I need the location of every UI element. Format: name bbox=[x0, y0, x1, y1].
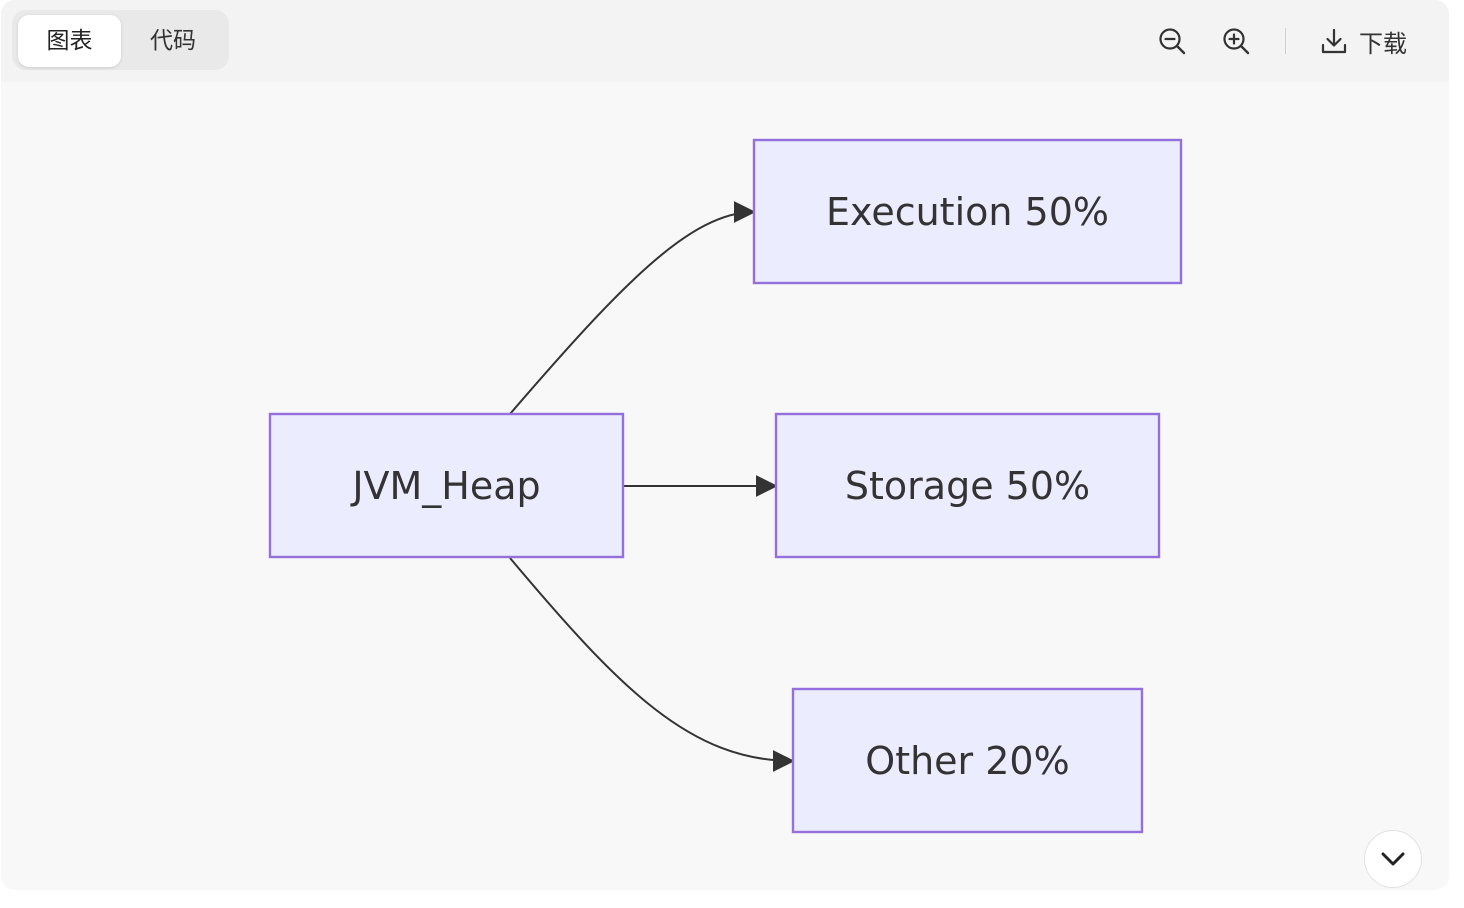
edge-heap-to-execution bbox=[509, 201, 756, 415]
node-jvm-heap-label: JVM_Heap bbox=[350, 464, 540, 508]
chevron-down-icon bbox=[1381, 852, 1405, 866]
node-storage-label: Storage 50% bbox=[845, 464, 1090, 508]
download-button[interactable]: 下载 bbox=[1319, 22, 1419, 60]
flowchart: JVM_Heap Execution 50% Storage 50% Other… bbox=[268, 138, 1183, 834]
node-other-label: Other 20% bbox=[865, 739, 1069, 783]
node-other[interactable]: Other 20% bbox=[791, 687, 1144, 834]
edge-heap-to-other bbox=[509, 557, 795, 772]
collapse-button[interactable] bbox=[1364, 830, 1422, 888]
node-execution-label: Execution 50% bbox=[826, 190, 1109, 234]
tab-chart[interactable]: 图表 bbox=[18, 15, 121, 67]
tab-code[interactable]: 代码 bbox=[150, 28, 196, 54]
toolbar-divider bbox=[1285, 28, 1286, 54]
download-icon bbox=[1321, 28, 1347, 54]
diagram-card: 图表 代码 下载 bbox=[1, 0, 1449, 890]
node-storage[interactable]: Storage 50% bbox=[774, 412, 1161, 559]
view-tabs: 图表 代码 bbox=[12, 10, 229, 70]
zoom-out-button[interactable] bbox=[1153, 22, 1191, 60]
zoom-in-button[interactable] bbox=[1217, 22, 1255, 60]
toolbar: 图表 代码 下载 bbox=[1, 0, 1449, 82]
node-execution[interactable]: Execution 50% bbox=[752, 138, 1183, 285]
download-label: 下载 bbox=[1359, 29, 1407, 58]
zoom-out-icon bbox=[1159, 28, 1186, 55]
zoom-in-icon bbox=[1223, 28, 1250, 55]
node-jvm-heap[interactable]: JVM_Heap bbox=[268, 412, 625, 559]
